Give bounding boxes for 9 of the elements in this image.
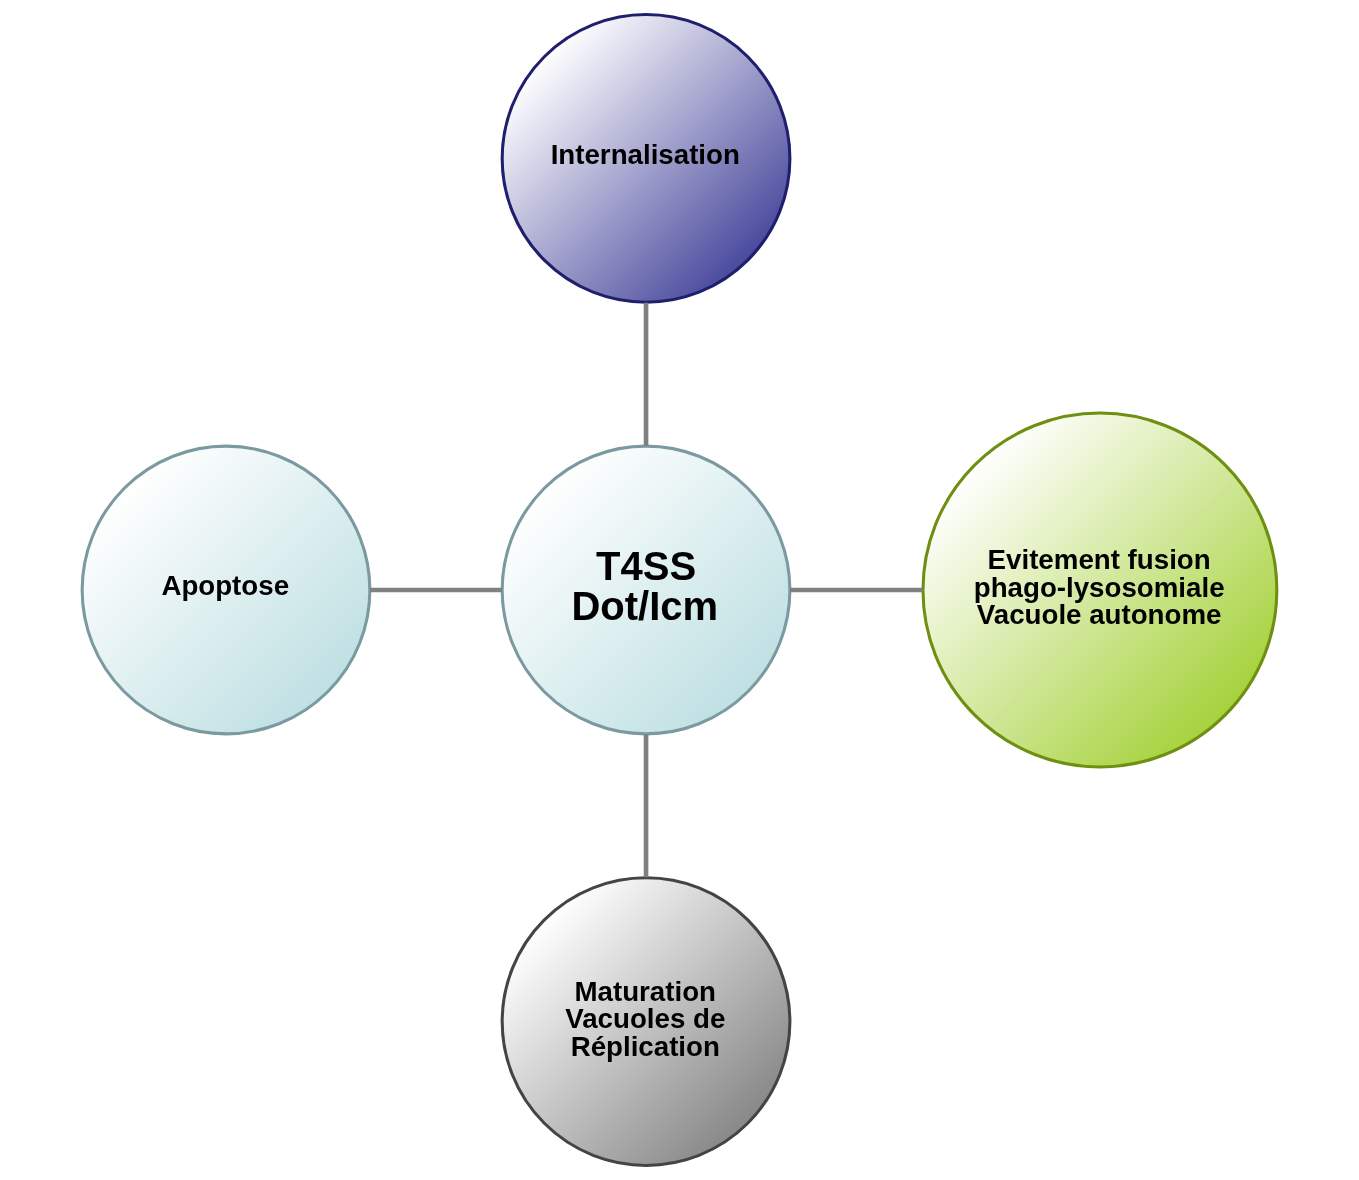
- node-circle: Internalisation: [500, 13, 792, 304]
- connector: [643, 734, 649, 878]
- node-circle: Apoptose: [80, 444, 372, 736]
- connector: [790, 587, 923, 593]
- node-circle: Evitement fusion phago-lysosomiale Vacuole autonome: [921, 411, 1279, 769]
- connector: [370, 587, 503, 593]
- connector: [643, 302, 649, 446]
- node-circle: Maturation Vacuoles de Réplication: [500, 876, 792, 1167]
- node-circle: T4SS Dot/Icm: [500, 444, 792, 736]
